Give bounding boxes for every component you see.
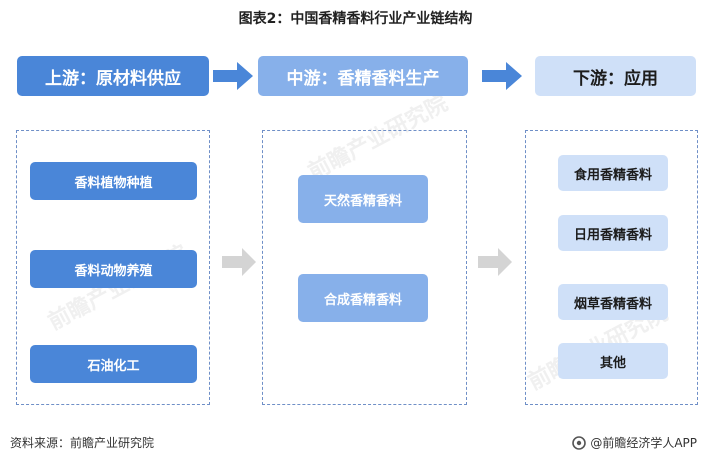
downstream-panel — [525, 130, 698, 405]
downstream-item: 烟草香精香料 — [558, 284, 668, 320]
upstream-panel — [16, 130, 210, 405]
credit: @前瞻经济学人APP — [572, 434, 697, 451]
downstream-item: 食用香精香料 — [558, 155, 668, 191]
upstream-item: 香料动物养殖 — [30, 250, 197, 288]
stage-upstream: 上游：原材料供应 — [17, 56, 209, 96]
chart-title: 图表2：中国香精香料行业产业链结构 — [238, 11, 473, 27]
source-note: 资料来源：前瞻产业研究院 — [10, 436, 155, 450]
credit-text: @前瞻经济学人APP — [590, 436, 697, 450]
downstream-item: 日用香精香料 — [558, 215, 668, 251]
arrow-right-icon — [213, 62, 253, 90]
arrow-right-icon — [222, 248, 256, 276]
midstream-item: 合成香精香料 — [298, 274, 428, 322]
arrow-right-icon — [482, 62, 522, 90]
midstream-panel — [262, 130, 467, 405]
downstream-item: 其他 — [558, 343, 668, 379]
arrow-right-icon — [478, 248, 512, 276]
logo-icon — [572, 435, 587, 450]
stage-downstream: 下游：应用 — [535, 56, 696, 96]
upstream-item: 香料植物种植 — [30, 162, 197, 200]
stage-midstream: 中游：香精香料生产 — [258, 56, 468, 96]
midstream-item: 天然香精香料 — [298, 175, 428, 223]
upstream-item: 石油化工 — [30, 345, 197, 383]
